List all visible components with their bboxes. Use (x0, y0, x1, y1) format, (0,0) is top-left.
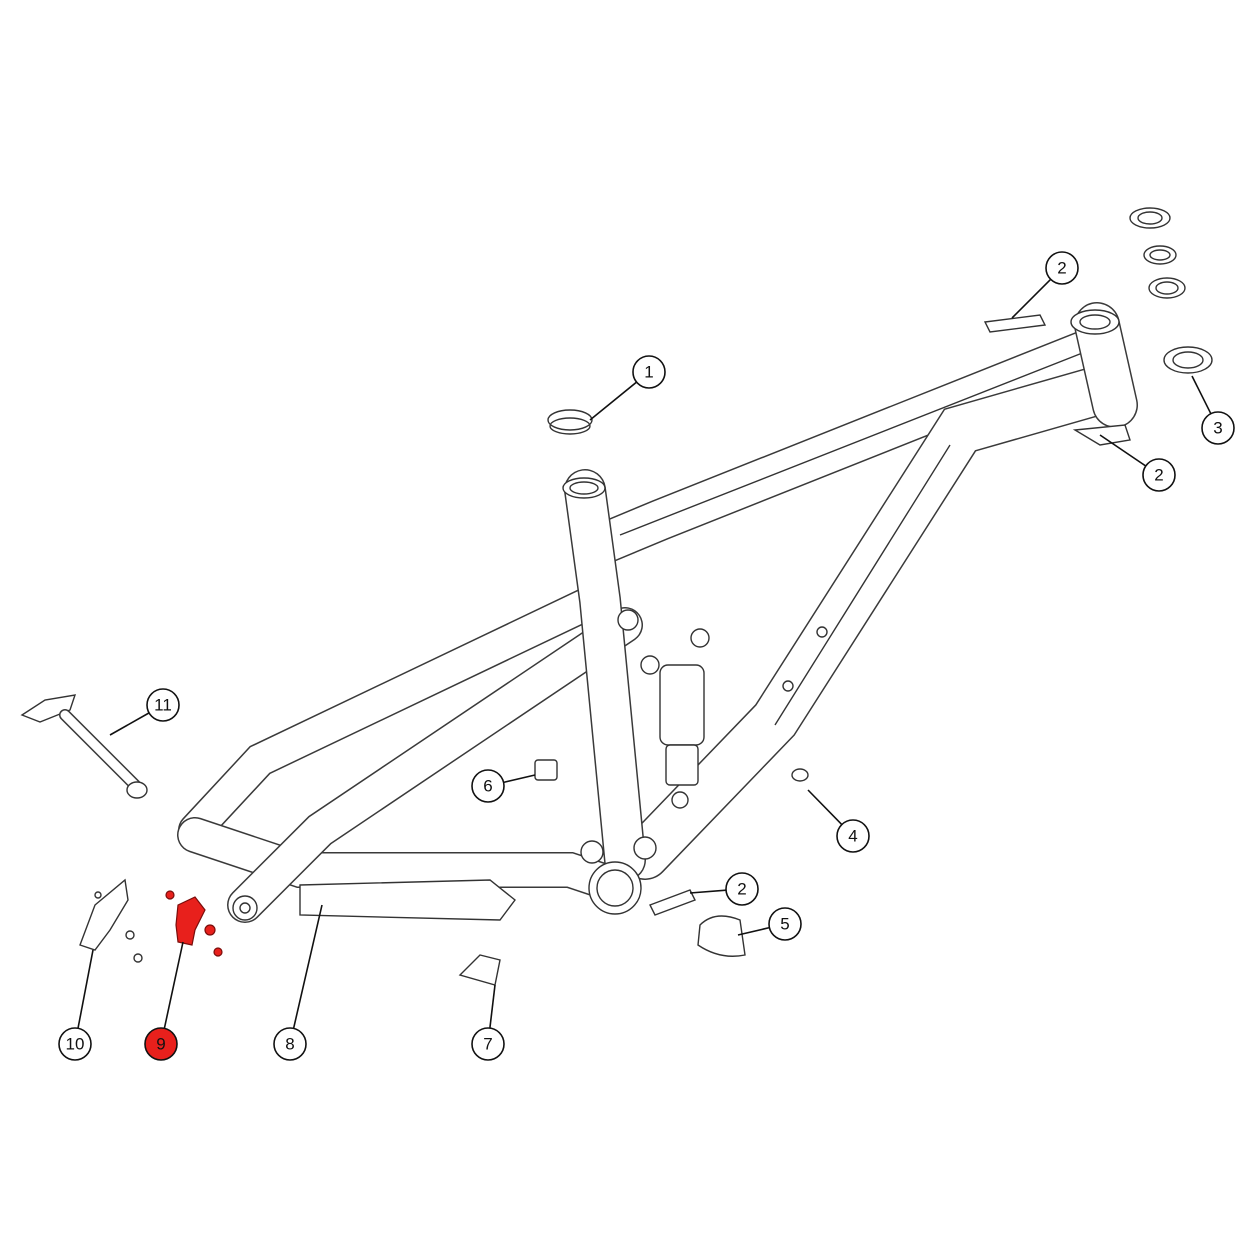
rear-shock (659, 628, 710, 809)
callout-circle (471, 769, 505, 803)
bottom-bracket (588, 861, 642, 915)
leader-line (1099, 434, 1147, 467)
callout-circle (768, 907, 802, 941)
callout-9: 9 (144, 941, 184, 1061)
thru-axle (20, 694, 148, 799)
leader-line (503, 774, 536, 784)
chain-guide (458, 954, 501, 986)
leader-line (807, 789, 843, 826)
callout-circle (1201, 411, 1235, 445)
leader-line (163, 941, 184, 1029)
callout-5: 5 (737, 907, 802, 941)
callout-number: 5 (780, 915, 789, 934)
leader-line (1011, 278, 1052, 319)
callout-3: 3 (1191, 375, 1235, 445)
chain-stay (177, 817, 618, 898)
derailleur-hanger-10 (79, 878, 143, 963)
down-tube (620, 365, 1125, 880)
callout-circle (146, 688, 180, 722)
callout-number: 6 (483, 777, 492, 796)
leader-line (737, 926, 770, 936)
callout-number: 3 (1213, 419, 1222, 438)
seat-clamp (547, 409, 593, 435)
upper-seat-stay (178, 588, 602, 847)
derailleur-hanger-9-highlighted (165, 890, 223, 957)
callouts: 1 2 3 2 4 2 5 6 7 8 9 10 11 (58, 251, 1235, 1061)
callout-number: 11 (154, 696, 172, 715)
leader-line (77, 949, 94, 1029)
leader-line (1191, 375, 1212, 415)
callout-circle (273, 1027, 307, 1061)
callout-circle (725, 872, 759, 906)
callout-2: 2 (1011, 251, 1079, 319)
chainstay-protector (299, 879, 516, 921)
bash-guard-plate (697, 915, 746, 957)
seat-stay (227, 607, 643, 923)
leader-line (489, 984, 496, 1029)
callout-number: 9 (156, 1035, 165, 1054)
seat-tube (562, 469, 646, 881)
callout-number: 2 (1057, 259, 1066, 278)
cable-port (534, 759, 558, 781)
callout-6: 6 (471, 769, 536, 803)
callout-7: 7 (471, 984, 505, 1061)
callout-circle (58, 1027, 92, 1061)
head-tube (1070, 302, 1138, 428)
callout-number: 2 (737, 880, 746, 899)
leader-line (109, 712, 150, 736)
headset-parts (1129, 207, 1213, 374)
callout-number: 2 (1154, 466, 1163, 485)
callout-2: 2 (1099, 434, 1176, 492)
callout-number: 1 (644, 363, 653, 382)
callout-circle (1045, 251, 1079, 285)
callout-11: 11 (109, 688, 180, 736)
leader-line (589, 381, 638, 421)
cable-guide-bb (649, 889, 696, 916)
callout-number: 4 (848, 827, 857, 846)
callout-circle (836, 819, 870, 853)
top-tube (579, 324, 1121, 566)
callout-circle (471, 1027, 505, 1061)
callout-number: 10 (66, 1035, 85, 1054)
callout-10: 10 (58, 949, 94, 1061)
grommet (791, 768, 809, 782)
callout-circle (144, 1027, 178, 1061)
callout-2: 2 (689, 872, 759, 906)
callout-8: 8 (273, 904, 323, 1061)
cable-guide-top (983, 314, 1047, 333)
callout-circle (632, 355, 666, 389)
callout-circle (1142, 458, 1176, 492)
callout-number: 7 (483, 1035, 492, 1054)
callout-number: 8 (285, 1035, 294, 1054)
leader-line (292, 904, 323, 1029)
callout-1: 1 (589, 355, 666, 421)
pivots (580, 609, 828, 864)
bike-frame (177, 302, 1138, 923)
cable-guide-head (1072, 424, 1131, 446)
leader-line (689, 889, 727, 894)
callout-4: 4 (807, 789, 870, 853)
